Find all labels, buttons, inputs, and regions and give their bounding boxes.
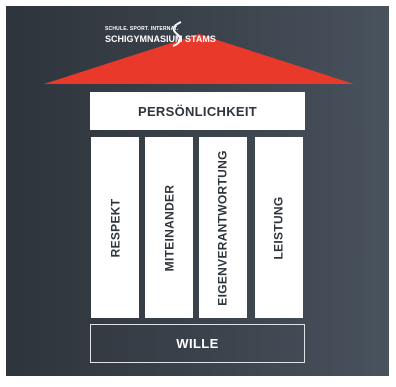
pillar-label-respekt: RESPEKT [108, 198, 122, 257]
pillar-leistung: LEISTUNG [255, 137, 303, 318]
persoenlichkeit-bar: PERSÖNLICHKEIT [90, 92, 305, 130]
pillar-eigenverantwortung: EIGENVERANTWORTUNG [199, 137, 247, 318]
house-panel: SCHULE. SPORT. INTERNAT. SCHIGYMNASIUM S… [6, 6, 389, 376]
logo-tagline: SCHULE. SPORT. INTERNAT. [105, 26, 179, 32]
pillar-label-leistung: LEISTUNG [272, 195, 287, 260]
pillar-label-miteinander: MITEINANDER [162, 184, 177, 271]
pillar-respekt: RESPEKT [91, 137, 139, 318]
wille-base: WILLE [90, 324, 305, 363]
pillar-miteinander: MITEINANDER [145, 137, 193, 318]
pillar-label-eigenverantwortung: EIGENVERANTWORTUNG [216, 149, 230, 306]
roof-triangle [44, 34, 354, 84]
